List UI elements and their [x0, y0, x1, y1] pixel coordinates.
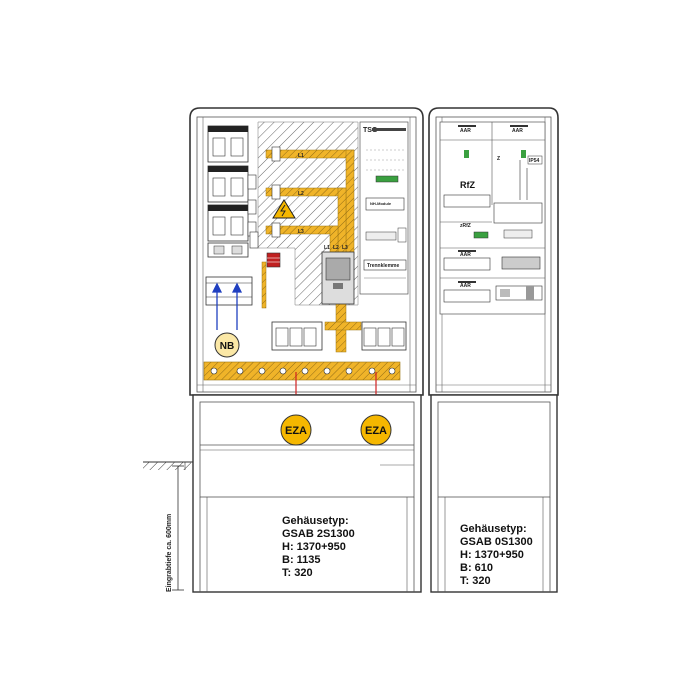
- ground-line: [143, 461, 193, 470]
- aar-label-mid: AAR: [460, 252, 471, 258]
- left-spec-title: Gehäusetyp:: [282, 515, 349, 527]
- left-spec-height: H: 1370+950: [282, 541, 346, 553]
- aar-label-top-right: AAR: [512, 128, 523, 134]
- tsg-label: TSG: [363, 127, 378, 134]
- fuse-switches: [207, 125, 249, 258]
- left-spec-depth: T: 320: [282, 567, 313, 579]
- left-spec-width: B: 1135: [282, 554, 321, 566]
- right-spec-depth: T: 320: [460, 575, 491, 587]
- nh-module-label: NH-Module: [370, 201, 392, 206]
- right-cabinet: AAR AAR Z IP54 RfZ zRfZ AAR AAR: [428, 107, 559, 396]
- warning-icon: [272, 199, 296, 219]
- rfz-label: RfZ: [460, 180, 475, 190]
- z-label: Z: [497, 156, 500, 162]
- pen-rail: [203, 361, 401, 381]
- left-spec-model: GSAB 2S1300: [282, 528, 355, 540]
- eza-label-2: EZA: [365, 425, 387, 437]
- left-cabinet-inner: [196, 116, 417, 393]
- zrfz-label: zRfZ: [460, 223, 471, 229]
- depth-label: Eingrabtiefe ca. 600mm: [166, 513, 173, 592]
- lower-phase-label-l1: L1: [324, 245, 330, 251]
- trennklemme-label: Trennklemme: [367, 263, 399, 269]
- right-spec-model: GSAB 0S1300: [460, 536, 533, 548]
- aar-label-top-left: AAR: [460, 128, 471, 134]
- meter-field: TSG NH-Module Trennklemme: [359, 121, 409, 295]
- lower-phase-label-l2: L2: [333, 245, 339, 251]
- phase-label-l3: L3: [298, 229, 304, 235]
- lower-phase-label-l3: L3: [342, 245, 348, 251]
- aar-label-low: AAR: [460, 283, 471, 289]
- right-spec-width: B: 610: [460, 562, 494, 574]
- blue-arrows: [211, 282, 243, 330]
- eza-label-1: EZA: [285, 425, 307, 437]
- nh-fuse-strips: [205, 276, 253, 306]
- right-cabinet-spec: Gehäusetyp: GSAB 0S1300 H: 1370+950 B: 6…: [460, 523, 533, 588]
- nb-marker: NB: [214, 332, 240, 358]
- ip54-label: IP54: [529, 158, 540, 164]
- right-spec-title: Gehäusetyp:: [460, 523, 527, 535]
- phase-label-l2: L2: [298, 191, 304, 197]
- eza-marker-2: EZA: [360, 414, 392, 446]
- right-spec-height: H: 1370+950: [460, 549, 524, 561]
- left-cabinet-spec: Gehäusetyp: GSAB 2S1300 H: 1370+950 B: 1…: [282, 515, 355, 580]
- red-terminal-module: [266, 252, 281, 268]
- phase-label-l1: L1: [298, 153, 304, 159]
- nb-label: NB: [220, 341, 234, 352]
- depth-dimension: [172, 465, 184, 591]
- main-breaker: L1 L2 L3: [321, 245, 355, 305]
- left-cabinet: L1 L2 L3 L1 L2 L3 TSG: [189, 107, 424, 414]
- eza-marker-1: EZA: [280, 414, 312, 446]
- right-base: [430, 394, 558, 593]
- busbars: [261, 149, 362, 353]
- lower-fuse-bases: [271, 321, 407, 351]
